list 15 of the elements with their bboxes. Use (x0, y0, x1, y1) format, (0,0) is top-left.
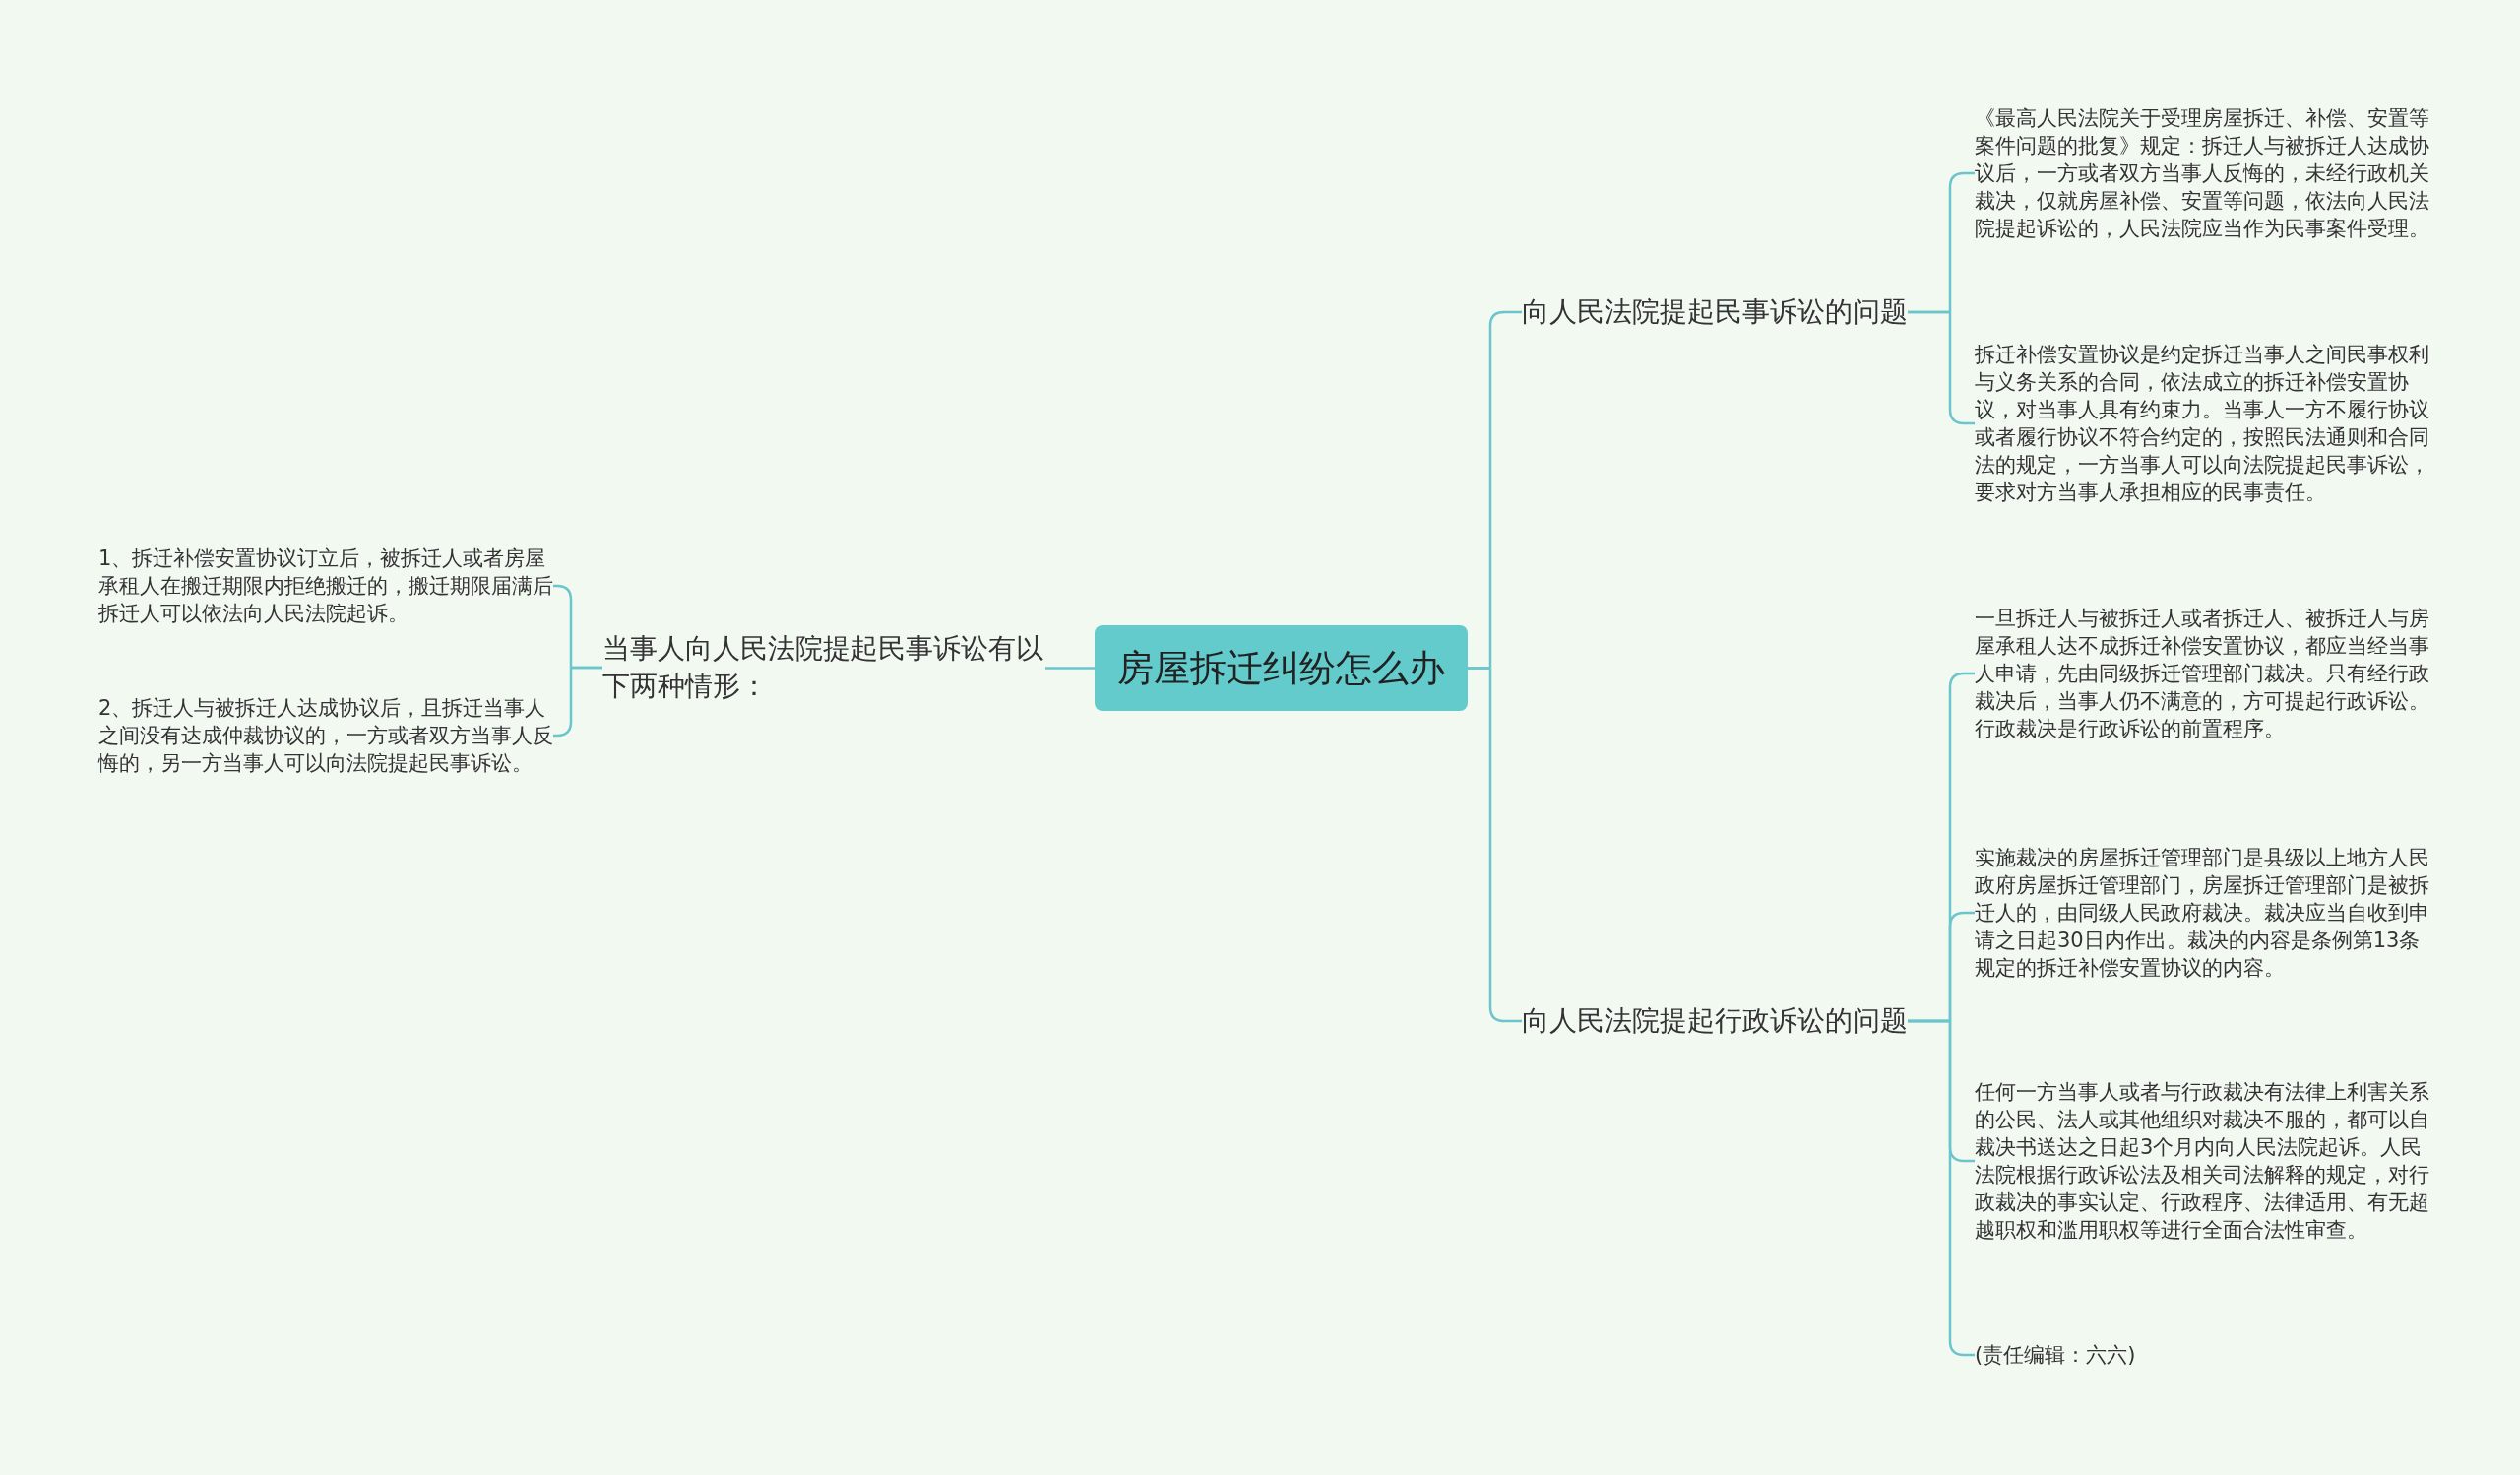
connector-line (1045, 667, 1095, 670)
connector-line (551, 666, 604, 738)
leaf-note: 拆迁补偿安置协议是约定拆迁当事人之间民事权利与义务关系的合同，依法成立的拆迁补偿安置协议，对当事人具有约束力。当事人一方不履行协议或者履行协议不符合约定的，按照民法通则和合同法的规定，一方当事人可以向法院提起民事诉讼，要求对方当事人承担相应的民事责任。 (1975, 341, 2429, 506)
branch-topic: 向人民法院提起民事诉讼的问题 (1522, 293, 1908, 331)
leaf-note: 任何一方当事人或者与行政裁决有法律上利害关系的公民、法人或其他组织对裁决不服的，都可以自裁决书送达之日起3个月内向人民法院起诉。人民法院根据行政诉讼法及相关司法解释的规定，对行政裁决的事实认定、行政程序、法律适用、有无超越职权和滥用职权等进行全面合法性审查。 (1975, 1078, 2429, 1244)
leaf-note: 一旦拆迁人与被拆迁人或者拆迁人、被拆迁人与房屋承租人达不成拆迁补偿安置协议，都应当经当事人申请，先由同级拆迁管理部门裁决。只有经行政裁决后，当事人仍不满意的，方可提起行政诉讼。行政裁决是行政诉讼的前置程序。 (1975, 605, 2429, 742)
leaf-note: 1、拆迁补偿安置协议订立后，被拆迁人或者房屋承租人在搬迁期限内拒绝搬迁的，搬迁期限届满后拆迁人可以依法向人民法院起诉。 (98, 545, 553, 627)
leaf-note: 《最高人民法院关于受理房屋拆迁、补偿、安置等案件问题的批复》规定：拆迁人与被拆迁人达成协议后，一方或者双方当事人反悔的，未经行政机关裁决，仅就房屋补偿、安置等问题，依法向人民法院提起诉讼的，人民法院应当作为民事案件受理。 (1975, 104, 2429, 242)
leaf-note: (责任编辑：六六) (1975, 1341, 2136, 1369)
leaf-note: 实施裁决的房屋拆迁管理部门是县级以上地方人民政府房屋拆迁管理部门，房屋拆迁管理部门是被拆迁人的，由同级人民政府裁决。裁决应当自收到申请之日起30日内作出。裁决的内容是条例第13条规定的拆迁补偿安置协议的内容。 (1975, 844, 2429, 982)
root-topic: 房屋拆迁纠纷怎么办 (1095, 625, 1468, 711)
connector-line (1466, 667, 1524, 1023)
leaf-note: 2、拆迁人与被拆迁人达成协议后，且拆迁当事人之间没有达成仲裁协议的，一方或者双方当事人反悔的，另一方当事人可以向法院提起民事诉讼。 (98, 694, 553, 777)
branch-topic: 向人民法院提起行政诉讼的问题 (1522, 1002, 1908, 1040)
branch-topic: 当事人向人民法院提起民事诉讼有以下两种情形： (602, 630, 1045, 705)
